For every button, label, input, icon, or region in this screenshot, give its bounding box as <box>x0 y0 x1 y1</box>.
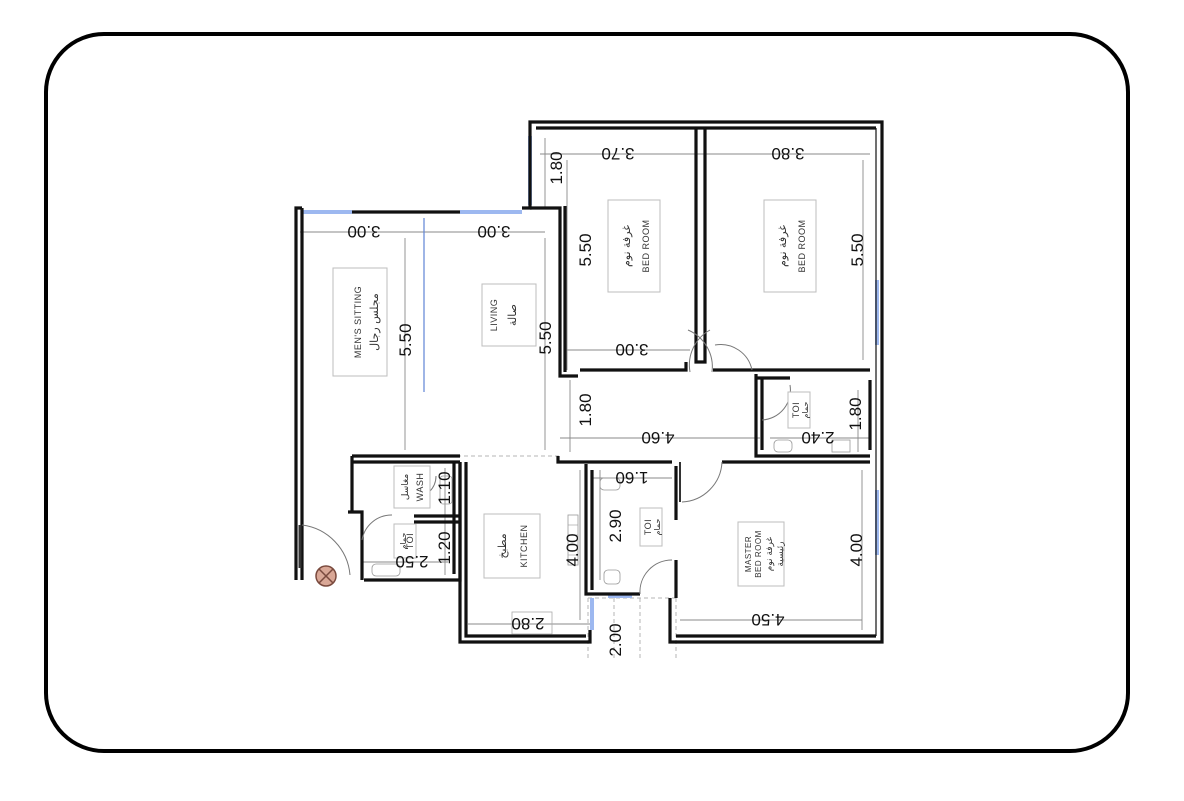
toilet2-ar: حمام <box>399 532 408 549</box>
dim-master-depth: 4.00 <box>847 533 866 566</box>
dim-mens-sitting-depth: 5.50 <box>396 323 415 356</box>
dim-stair-depth: 2.00 <box>606 623 625 656</box>
dim-toilet2-width: 2.50 <box>395 552 428 571</box>
bedroom1-en: BED ROOM <box>641 219 651 272</box>
wash-ar: مغاسل <box>401 474 411 500</box>
dim-bedroom1-width-lower: 3.00 <box>615 340 648 359</box>
dim-top-link: 1.80 <box>547 151 566 184</box>
dim-bedroom1-depth: 5.50 <box>576 233 595 266</box>
living-en: LIVING <box>489 299 499 332</box>
dim-corridor-width: 4.60 <box>641 428 674 447</box>
dim-toilet2-depth: 1.20 <box>435 531 454 564</box>
kitchen-en: KITCHEN <box>519 524 529 567</box>
dimension-lines <box>300 138 870 630</box>
toilet2-en: TOI <box>405 533 415 549</box>
master-en-2: BED ROOM <box>754 530 763 578</box>
walls <box>294 120 884 644</box>
bedroom2-ar: غرفة نوم <box>776 225 789 267</box>
dim-wash-depth: 1.10 <box>435 471 454 504</box>
dimension-labels: 3.00 3.00 5.50 5.50 3.70 3.80 1.80 5.50 … <box>347 144 867 657</box>
living-ar: صالة <box>506 304 519 326</box>
entrance-icon <box>315 565 337 587</box>
dim-kitchen-depth: 4.00 <box>563 533 582 566</box>
doors <box>298 329 791 595</box>
dim-bedroom2-width: 3.80 <box>771 144 804 163</box>
master-ar-1: غرفة نوم <box>765 537 775 572</box>
dim-mens-sitting-width: 3.00 <box>347 222 380 241</box>
dim-bedroom2-depth: 5.50 <box>848 233 867 266</box>
toilet1-ar: حمام <box>801 401 810 418</box>
bedroom1-ar: غرفة نوم <box>620 225 633 267</box>
master-en-1: MASTER <box>744 536 753 572</box>
wash-en: WASH <box>415 473 425 502</box>
dim-toilet1-width: 2.40 <box>801 428 834 447</box>
toilet3-ar: حمام <box>653 518 662 535</box>
dim-toilet1-depth: 1.80 <box>846 397 865 430</box>
dim-living-width: 3.00 <box>477 222 510 241</box>
toilet1-en: TOI <box>791 402 801 418</box>
kitchen-ar: مطبخ <box>496 533 509 558</box>
mens-sitting-en: MEN'S SITTING <box>353 286 363 358</box>
dim-bedroom1-width: 3.70 <box>601 144 634 163</box>
mens-sitting-ar: مجلس رجال <box>368 293 381 351</box>
room-label-boxes <box>332 199 817 587</box>
room-names: MEN'S SITTING مجلس رجال LIVING صالة غرفة… <box>353 219 810 577</box>
fixtures <box>371 439 851 635</box>
rounded-frame <box>44 32 1130 753</box>
dim-toilet3-depth: 2.90 <box>606 509 625 542</box>
dim-toilet3-width: 1.60 <box>615 468 648 487</box>
dim-corridor-depth: 1.80 <box>576 393 595 426</box>
dim-master-width: 4.50 <box>751 610 784 629</box>
toilet3-en: TOI <box>643 519 653 535</box>
master-ar-2: رئيسية <box>776 541 786 566</box>
dim-living-depth: 5.50 <box>536 321 555 354</box>
bedroom2-en: BED ROOM <box>797 219 807 272</box>
dim-kitchen-width: 2.80 <box>511 614 544 633</box>
